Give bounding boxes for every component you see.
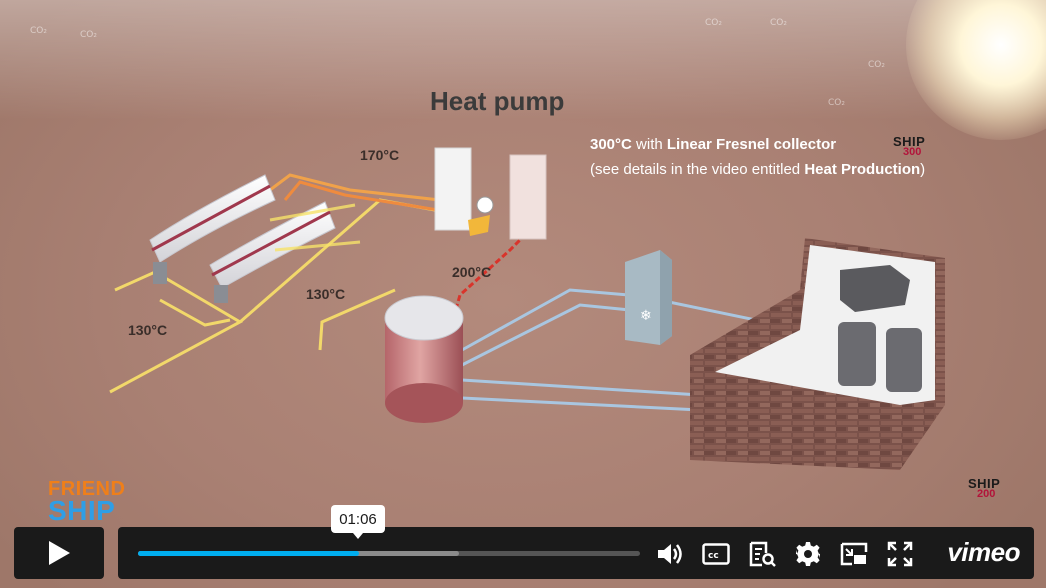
hot-pipe: [448, 213, 547, 331]
progress-track[interactable]: [138, 551, 640, 556]
video-title: Heat pump: [430, 86, 565, 116]
storage-tank: [384, 295, 464, 423]
temperature-label-170: 170°C: [360, 147, 400, 163]
ship-badge-200: SHIP 200: [968, 476, 1001, 500]
collector-note: 300°C with Linear Fresnel collector: [590, 136, 836, 153]
tank-base: [385, 383, 463, 423]
video-reference-note: (see details in the video entitled Heat …: [590, 161, 925, 178]
svg-text:cc: cc: [708, 551, 719, 561]
player-control-bar: cc vimeo: [118, 527, 1034, 579]
cold-pipe: [461, 288, 781, 352]
cool-pipe: [318, 288, 396, 351]
transcript-button[interactable]: [748, 540, 776, 568]
cool-pipe: [109, 270, 244, 394]
settings-icon: [796, 542, 820, 566]
captions-button[interactable]: cc: [702, 540, 730, 568]
fullscreen-icon: [887, 541, 913, 567]
time-tooltip: 01:06: [331, 505, 385, 539]
receiver-tube: [151, 184, 271, 252]
factory-building: [690, 238, 945, 470]
fullscreen-button[interactable]: [886, 540, 914, 568]
logo-line2: SHIP: [48, 495, 116, 526]
volume-icon: [658, 544, 682, 564]
co2-label: CO₂: [30, 26, 47, 36]
co2-label: CO₂: [770, 18, 787, 28]
co2-label: CO₂: [80, 30, 97, 40]
collector-with: with: [631, 136, 667, 153]
heat-exchanger: ❄: [625, 250, 672, 345]
reference-open: (see details in the video entitled: [590, 161, 805, 178]
parabolic-trough: [209, 201, 336, 289]
temperature-label-130-mid: 130°C: [306, 286, 346, 302]
captions-icon: cc: [702, 543, 730, 565]
pipe-network: [109, 173, 781, 412]
logo-line1: FRIEND: [48, 478, 126, 500]
settings-button[interactable]: [794, 540, 822, 568]
reference-close: ): [920, 161, 926, 178]
receiver-tube: [211, 210, 331, 277]
co2-label: CO₂: [705, 18, 722, 28]
snowflake-icon: ❄: [640, 308, 652, 324]
cool-pipe: [159, 298, 231, 327]
collector-temp: 300°C: [590, 136, 632, 153]
volume-button[interactable]: [656, 540, 684, 568]
collector-type: Linear Fresnel collector: [666, 136, 837, 153]
expansion-valve: [468, 215, 490, 236]
co2-label: CO₂: [828, 98, 845, 108]
cold-pipe: [461, 396, 701, 412]
machine: [840, 265, 910, 312]
played-progress: [138, 551, 359, 556]
trough-stand: [214, 285, 228, 303]
vimeo-logo[interactable]: vimeo: [947, 537, 1020, 567]
temperature-label-200: 200°C: [452, 264, 492, 280]
warm-pipe: [269, 173, 441, 202]
co2-label: CO₂: [868, 60, 885, 70]
tank-top: [384, 295, 464, 341]
picture-in-picture-button[interactable]: [840, 540, 868, 568]
heat-pump-panel-right: [509, 154, 547, 240]
ship-badge-number: 300: [903, 146, 922, 158]
compressor: [476, 196, 494, 214]
heat-pump-unit: [434, 147, 547, 240]
ship-badge-label: SHIP: [893, 134, 926, 149]
sun-rays: [269, 203, 361, 252]
ship-badge-300: SHIP 300: [893, 134, 926, 158]
play-icon: [49, 541, 70, 565]
cold-pipe: [461, 378, 701, 397]
warm-pipe: [283, 180, 439, 212]
reference-video: Heat Production: [804, 161, 921, 178]
transcript-icon: [749, 541, 776, 567]
ship-badge-number: 200: [977, 488, 996, 500]
solar-collectors: [149, 174, 361, 303]
cold-pipe: [461, 303, 631, 367]
storage-drum: [886, 328, 922, 392]
exchanger-side: [660, 250, 672, 345]
heat-pump-panel-left: [434, 147, 472, 231]
trough-stand: [153, 262, 167, 284]
ship-badge-label: SHIP: [968, 476, 1001, 491]
temperature-label-130-left: 130°C: [128, 322, 168, 338]
pip-icon: [840, 542, 868, 566]
friendship-logo: FRIEND SHIP: [48, 478, 126, 526]
storage-drum: [838, 322, 876, 386]
play-button[interactable]: [14, 527, 104, 579]
